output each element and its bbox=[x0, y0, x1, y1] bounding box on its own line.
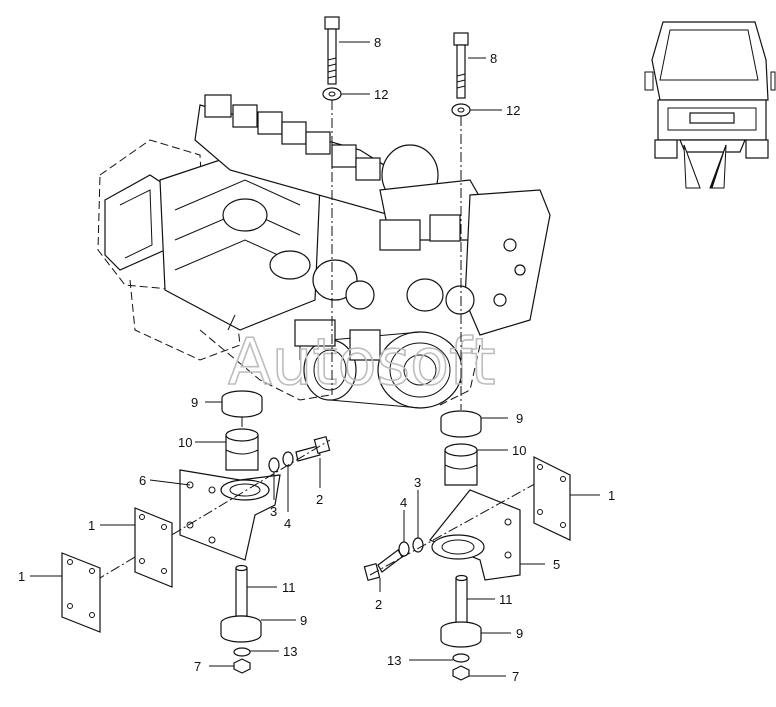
callout-11-left: 11 bbox=[282, 580, 296, 595]
bolt-left-top bbox=[322, 16, 342, 395]
left-plate-outer bbox=[61, 552, 101, 633]
right-plate bbox=[533, 456, 571, 541]
callout-1-outer: 1 bbox=[18, 569, 25, 584]
left-engine-mount bbox=[79, 390, 331, 674]
watermark: Autosoft bbox=[228, 326, 496, 400]
leader-lines bbox=[30, 41, 600, 677]
callout-3-left: 3 bbox=[270, 504, 277, 519]
callout-labels: 8 12 8 12 9 10 6 2 3 4 1 1 11 9 13 7 9 1… bbox=[18, 35, 615, 684]
callout-12-left: 12 bbox=[374, 87, 388, 102]
right-engine-mount bbox=[363, 410, 561, 681]
callout-4-right: 4 bbox=[400, 495, 407, 510]
callout-7-right: 7 bbox=[512, 669, 519, 684]
engine-assembly-icon bbox=[97, 94, 551, 409]
callout-2-left: 2 bbox=[316, 492, 323, 507]
callout-11-right: 11 bbox=[499, 592, 513, 607]
callout-1-inner: 1 bbox=[88, 518, 95, 533]
callout-13-right: 13 bbox=[387, 653, 401, 668]
callout-4-left: 4 bbox=[284, 516, 291, 531]
callout-8-right: 8 bbox=[490, 51, 497, 66]
callout-10-right: 10 bbox=[512, 443, 526, 458]
truck-front-view-icon bbox=[644, 21, 776, 189]
callout-9-left-upper: 9 bbox=[191, 395, 198, 410]
callout-5: 5 bbox=[553, 557, 560, 572]
bolt-right-top bbox=[451, 32, 471, 410]
callout-13-left: 13 bbox=[283, 644, 297, 659]
callout-9-right-upper: 9 bbox=[516, 411, 523, 426]
callout-1-right: 1 bbox=[608, 488, 615, 503]
callout-8-left: 8 bbox=[374, 35, 381, 50]
callout-9-right-lower: 9 bbox=[516, 626, 523, 641]
left-plate-inner bbox=[134, 507, 173, 588]
callout-9-left-lower: 9 bbox=[300, 613, 307, 628]
callout-6: 6 bbox=[139, 473, 146, 488]
callout-7-left: 7 bbox=[194, 659, 201, 674]
callout-3-right: 3 bbox=[414, 475, 421, 490]
callout-10-left: 10 bbox=[178, 435, 192, 450]
callout-2-right: 2 bbox=[375, 597, 382, 612]
callout-12-right: 12 bbox=[506, 103, 520, 118]
